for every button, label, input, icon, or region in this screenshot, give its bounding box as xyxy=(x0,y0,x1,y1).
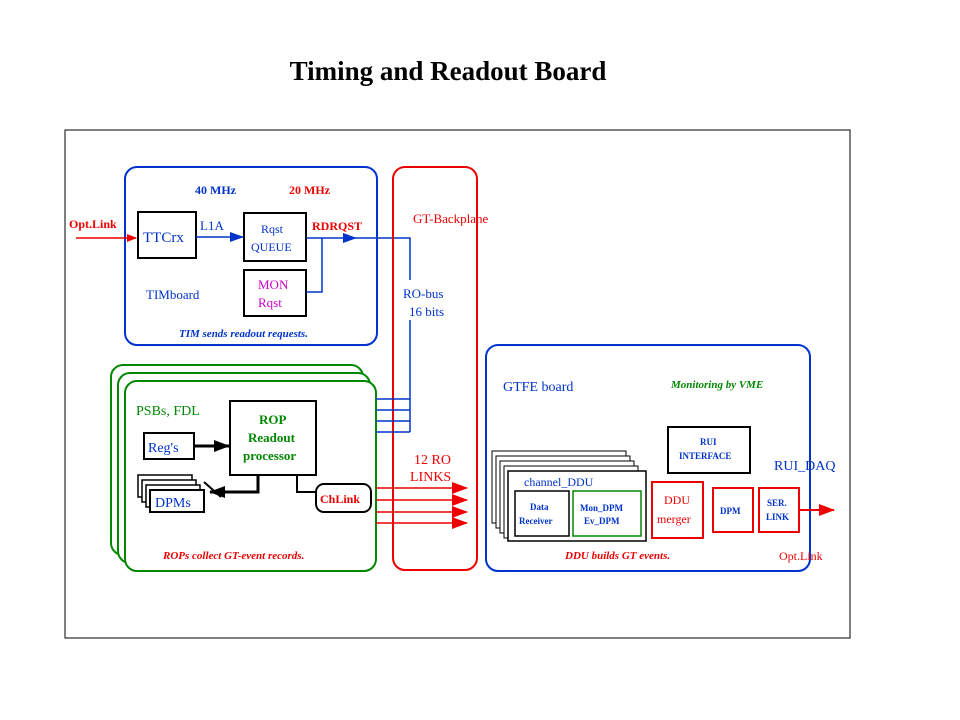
freq-40-label: 40 MHz xyxy=(195,183,237,197)
ro-links-label2: LINKS xyxy=(410,470,451,485)
mon-dpm-box xyxy=(572,490,642,537)
l1a-label: L1A xyxy=(200,218,224,233)
ro-bus-line xyxy=(356,237,411,432)
ro-links-label1: 12 RO xyxy=(414,453,451,468)
mon-rqst-line2: Rqst xyxy=(258,295,282,310)
chlink-box xyxy=(315,483,372,513)
channel-ddu-label: channel_DDU xyxy=(524,475,594,489)
data-receiver-line2: Receiver xyxy=(519,516,552,526)
tim-board-outline xyxy=(124,166,378,346)
psb-fdl-label: PSBs, FDL xyxy=(136,404,200,419)
rui-interface-box xyxy=(667,426,751,474)
dpm-label: DPM xyxy=(720,506,741,516)
ddu-merger-line2: merger xyxy=(657,512,691,526)
dpms-box xyxy=(149,489,205,513)
ddu-merger-line1: DDU xyxy=(664,493,690,507)
gtfe-board-outline xyxy=(485,344,811,572)
ro-bus-label: RO-bus xyxy=(403,286,443,301)
data-receiver-box xyxy=(514,490,570,537)
rop-line1: ROP xyxy=(259,412,287,427)
rqst-queue-line1: Rqst xyxy=(261,222,284,236)
rui-daq-label: RUI_DAQ xyxy=(774,459,835,474)
ser-link-box xyxy=(758,487,800,533)
psb-boards: PSBs, FDL ROP Readout processor Reg's DP… xyxy=(110,364,377,572)
mon-dpm-line2: Ev_DPM xyxy=(584,516,620,526)
chlink-label: ChLink xyxy=(320,492,360,506)
gtfe-board-label: GTFE board xyxy=(503,380,573,395)
dpm-tick xyxy=(203,481,222,498)
rop-line3: processor xyxy=(243,448,296,463)
page-title: Timing and Readout Board xyxy=(289,56,607,86)
regs-box xyxy=(143,432,195,460)
mon-rqst-box xyxy=(243,269,307,317)
tim-board-label: TIMboard xyxy=(146,287,200,302)
rop-line2: Readout xyxy=(248,430,296,445)
mon-rqst-line1: MON xyxy=(258,277,289,292)
tim-opt-link-label: Opt.Link xyxy=(69,217,117,231)
tim-board: 40 MHz 20 MHz Opt.Link TTCrx L1A Rqst QU… xyxy=(69,166,378,346)
gt-backplane: GT-Backplane RO-bus 16 bits 12 RO LINKS xyxy=(392,166,489,571)
ser-link-line2: LINK xyxy=(766,512,789,522)
rui-interface-line2: INTERFACE xyxy=(679,451,731,461)
ddu-merger-box xyxy=(651,481,704,539)
rui-interface-line1: RUI xyxy=(700,437,717,447)
rop-to-chlink-line xyxy=(296,475,316,493)
psb-caption: ROPs collect GT-event records. xyxy=(162,550,304,562)
diagram-frame xyxy=(64,129,851,639)
dpms-label: DPMs xyxy=(155,496,191,511)
gt-backplane-label: GT-Backplane xyxy=(413,211,489,226)
rqst-queue-box xyxy=(243,212,307,262)
rop-box xyxy=(229,400,317,476)
data-receiver-line1: Data xyxy=(530,502,549,512)
mon-dpm-line1: Mon_DPM xyxy=(580,503,623,513)
ser-link-line1: SER. xyxy=(767,498,787,508)
gtfe-board: GTFE board Monitoring by VME RUI INTERFA… xyxy=(485,344,835,572)
mon-rqst-connector xyxy=(306,238,323,293)
dpm-box xyxy=(712,487,754,533)
ttcrx-box xyxy=(137,211,197,259)
rdrqst-label: RDRQST xyxy=(312,219,362,233)
tim-caption: TIM sends readout requests. xyxy=(179,328,308,340)
freq-20-label: 20 MHz xyxy=(289,183,331,197)
ttcrx-label: TTCrx xyxy=(143,230,184,246)
gt-backplane-outline xyxy=(392,166,478,571)
ro-bus-width: 16 bits xyxy=(409,304,444,319)
monitoring-label: Monitoring by VME xyxy=(670,379,763,391)
rop-to-dpm-arrow xyxy=(209,475,260,498)
rqst-queue-line2: QUEUE xyxy=(251,240,292,254)
gtfe-opt-link-label: Opt.Link xyxy=(779,549,823,563)
regs-label: Reg's xyxy=(148,441,179,456)
gtfe-caption: DDU builds GT events. xyxy=(564,550,670,562)
